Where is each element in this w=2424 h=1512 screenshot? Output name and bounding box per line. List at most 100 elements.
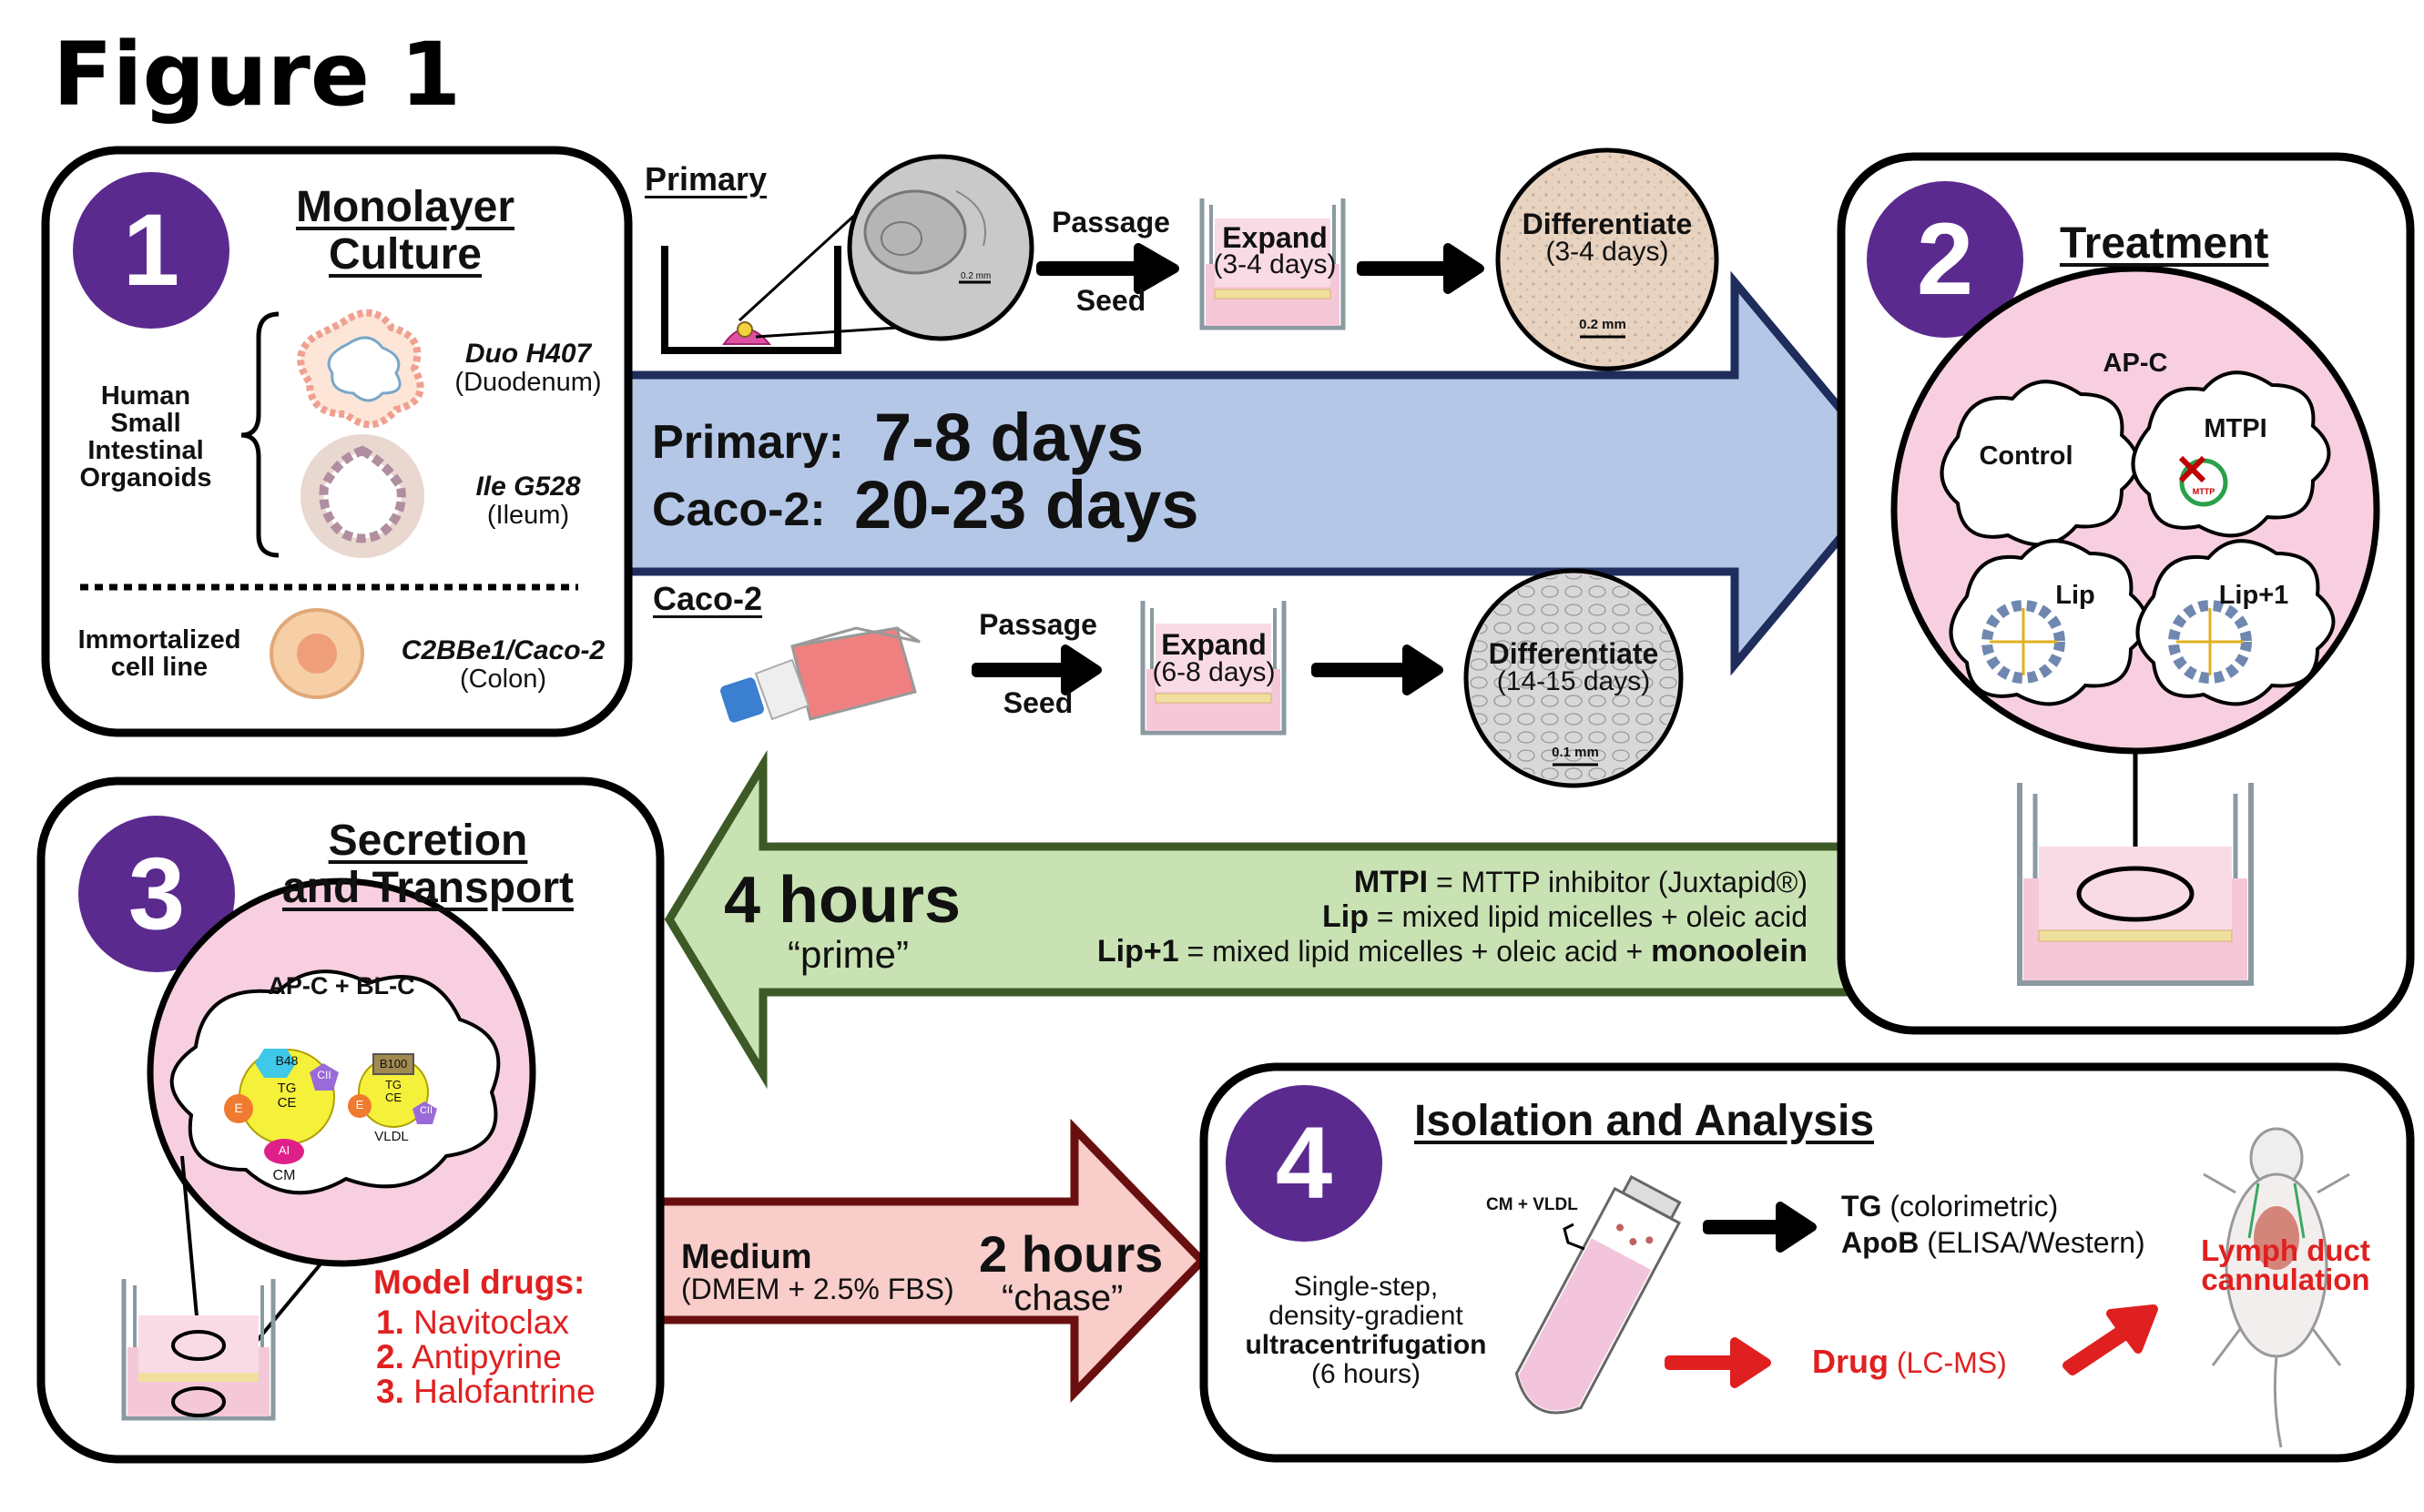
primary-expand-label: Expand (1222, 221, 1328, 254)
analysis-tg-method: (colorimetric) (1881, 1190, 2059, 1223)
cell-line-label: Immortalized cell line (77, 625, 241, 682)
caco-expand-days: (6-8 days) (1152, 657, 1276, 687)
cm-core-tg: TG (277, 1081, 297, 1096)
primary-differentiated-micrograph (1495, 147, 1719, 371)
caco-passage-label: Passage (979, 608, 1097, 641)
treatment-transwell-icon (2017, 783, 2254, 986)
panel-2-number: 2 (1916, 202, 1974, 316)
prime-arrow (664, 749, 1862, 1090)
ileum-organoid-icon (300, 434, 424, 558)
primary-transwell-icon (1199, 198, 1346, 330)
vldl-core-ce: CE (384, 1091, 402, 1104)
primary-expand-arrow (1357, 243, 1484, 294)
timeline-arrow (622, 270, 1899, 676)
panel-1-title-line1: Monolayer (295, 183, 515, 231)
rat-illustration (2203, 1127, 2350, 1448)
legend-row-lip: Lip = mixed lipid micelles + oleic acid (1002, 899, 1808, 934)
zoom-line-top (738, 212, 858, 322)
primary-passage-label: Passage (1052, 206, 1170, 238)
method-line4: (6 hours) (1310, 1359, 1421, 1389)
panel-1-number: 1 (122, 193, 180, 307)
apo-e-label-vldl: E (355, 1098, 364, 1111)
drug-name-2: Antipyrine (412, 1338, 562, 1375)
panel-3-number: 3 (127, 837, 186, 950)
treatment-compartment: AP-C (2103, 349, 2168, 378)
analysis-apob-row: ApoB (ELISA/Western) (1841, 1224, 2145, 1261)
tube-label-bracket (1563, 1223, 1585, 1251)
legend-row-mtpi: MTPI = MTTP inhibitor (Juxtapid®) (1002, 865, 1808, 899)
apo-cii-label-cm: CII (317, 1069, 331, 1081)
condition-mtpi: MTPI (2204, 414, 2267, 443)
cell-line-region: (Colon) (459, 665, 547, 694)
vldl-core-tg: TG (384, 1078, 402, 1091)
method-description: Single-step, density-gradient ultracentr… (1225, 1273, 1507, 1389)
chase-medium: Medium (681, 1238, 812, 1276)
vldl-particle (348, 1053, 437, 1128)
panel-2-title: Treatment (2060, 219, 2269, 268)
drug-num-1: 1. (376, 1304, 404, 1341)
drug-name-1: Navitoclax (413, 1304, 569, 1341)
drug-item-2: 2. Antipyrine (376, 1340, 596, 1375)
tube-label: CM + VLDL (1486, 1195, 1578, 1214)
legend-def-mtpi: = MTTP inhibitor (Juxtapid®) (1428, 866, 1808, 898)
caco-differentiate-label: Differentiate (1488, 637, 1659, 670)
chase-arrow (656, 1118, 1208, 1404)
legend-extra-monoolein: monoolein (1651, 934, 1808, 969)
panel-1-badge-circle (73, 172, 229, 329)
panel-4-badge-circle (1226, 1085, 1382, 1242)
chase-name: “chase” (1002, 1278, 1124, 1318)
panel-4-title: Isolation and Analysis (1414, 1097, 1875, 1145)
caco-expand-label: Expand (1161, 628, 1267, 661)
apo-b100-label: B100 (379, 1057, 408, 1071)
organoid-ile-region: (Ileum) (486, 501, 570, 530)
caco-transwell-icon (1140, 601, 1287, 736)
drug-name-3: Halofantrine (413, 1373, 596, 1410)
prime-legend: MTPI = MTTP inhibitor (Juxtapid®) Lip = … (1002, 865, 1808, 969)
panel-2-badge-circle (1867, 181, 2023, 338)
cm-label: CM (272, 1168, 296, 1183)
primary-scale-bar-label: 0.2 mm (1579, 317, 1626, 332)
model-drugs-list: 1. Navitoclax 2. Antipyrine 3. Halofantr… (376, 1305, 596, 1409)
chylomicron-particle (224, 1049, 339, 1164)
method-line1: Single-step, (1293, 1272, 1439, 1302)
chase-duration: 2 hours (979, 1225, 1164, 1283)
condition-lip: Lip (2055, 581, 2095, 610)
lymph-arrow-red (2062, 1304, 2158, 1375)
organoid-duo-name: Duo H407 (464, 339, 592, 369)
primary-micrograph-scale: 0.2 mm (961, 271, 992, 281)
timeline-primary-value: 7-8 days (874, 400, 1145, 475)
analysis-apob-method: (ELISA/Western) (1919, 1226, 2145, 1259)
legend-term-lip: Lip (1322, 899, 1370, 934)
analysis-drug-row: Drug (LC-MS) (1812, 1343, 2007, 1381)
panel-3-title-line2: and Transport (281, 864, 575, 912)
caco-expand-arrow (1311, 644, 1443, 695)
primary-well-icon (661, 246, 841, 354)
method-line2: density-gradient (1268, 1301, 1463, 1331)
organoid-dome-icon (722, 321, 772, 345)
micelle-icon-lip (1981, 600, 2065, 684)
drug-num-2: 2. (376, 1338, 404, 1375)
legend-row-lip1: Lip+1 = mixed lipid micelles + oleic aci… (1002, 934, 1808, 969)
model-drugs-title: Model drugs: (373, 1263, 586, 1301)
cm-core-ce: CE (277, 1095, 297, 1111)
caco-differentiated-micrograph (1463, 568, 1684, 788)
caco2-cell-icon (270, 608, 364, 699)
lymph-line1: Lymph duct (2201, 1233, 2370, 1267)
timeline-caco-value: 20-23 days (854, 467, 1199, 543)
caco-seed-label: Seed (1003, 686, 1074, 719)
analysis-tg: TG (1841, 1190, 1882, 1223)
apo-b48-label: B48 (275, 1053, 299, 1068)
panel-4-number: 4 (1275, 1106, 1333, 1220)
caco-scale-bar-label: 0.1 mm (1552, 745, 1599, 760)
primary-flow-label: Primary (645, 160, 768, 198)
organoid-ile-name: Ile G528 (475, 472, 581, 502)
lymph-line2: cannulation (2201, 1263, 2370, 1296)
legend-term-mtpi: MTPI (1353, 865, 1429, 899)
legend-def-lip: = mixed lipid micelles + oleic acid (1369, 900, 1808, 933)
secretion-compartment: AP-C + BL-C (268, 972, 415, 1000)
figure-title: Figure 1 (53, 24, 462, 126)
vldl-label: VLDL (374, 1129, 409, 1144)
culture-flask-icon (720, 626, 921, 723)
